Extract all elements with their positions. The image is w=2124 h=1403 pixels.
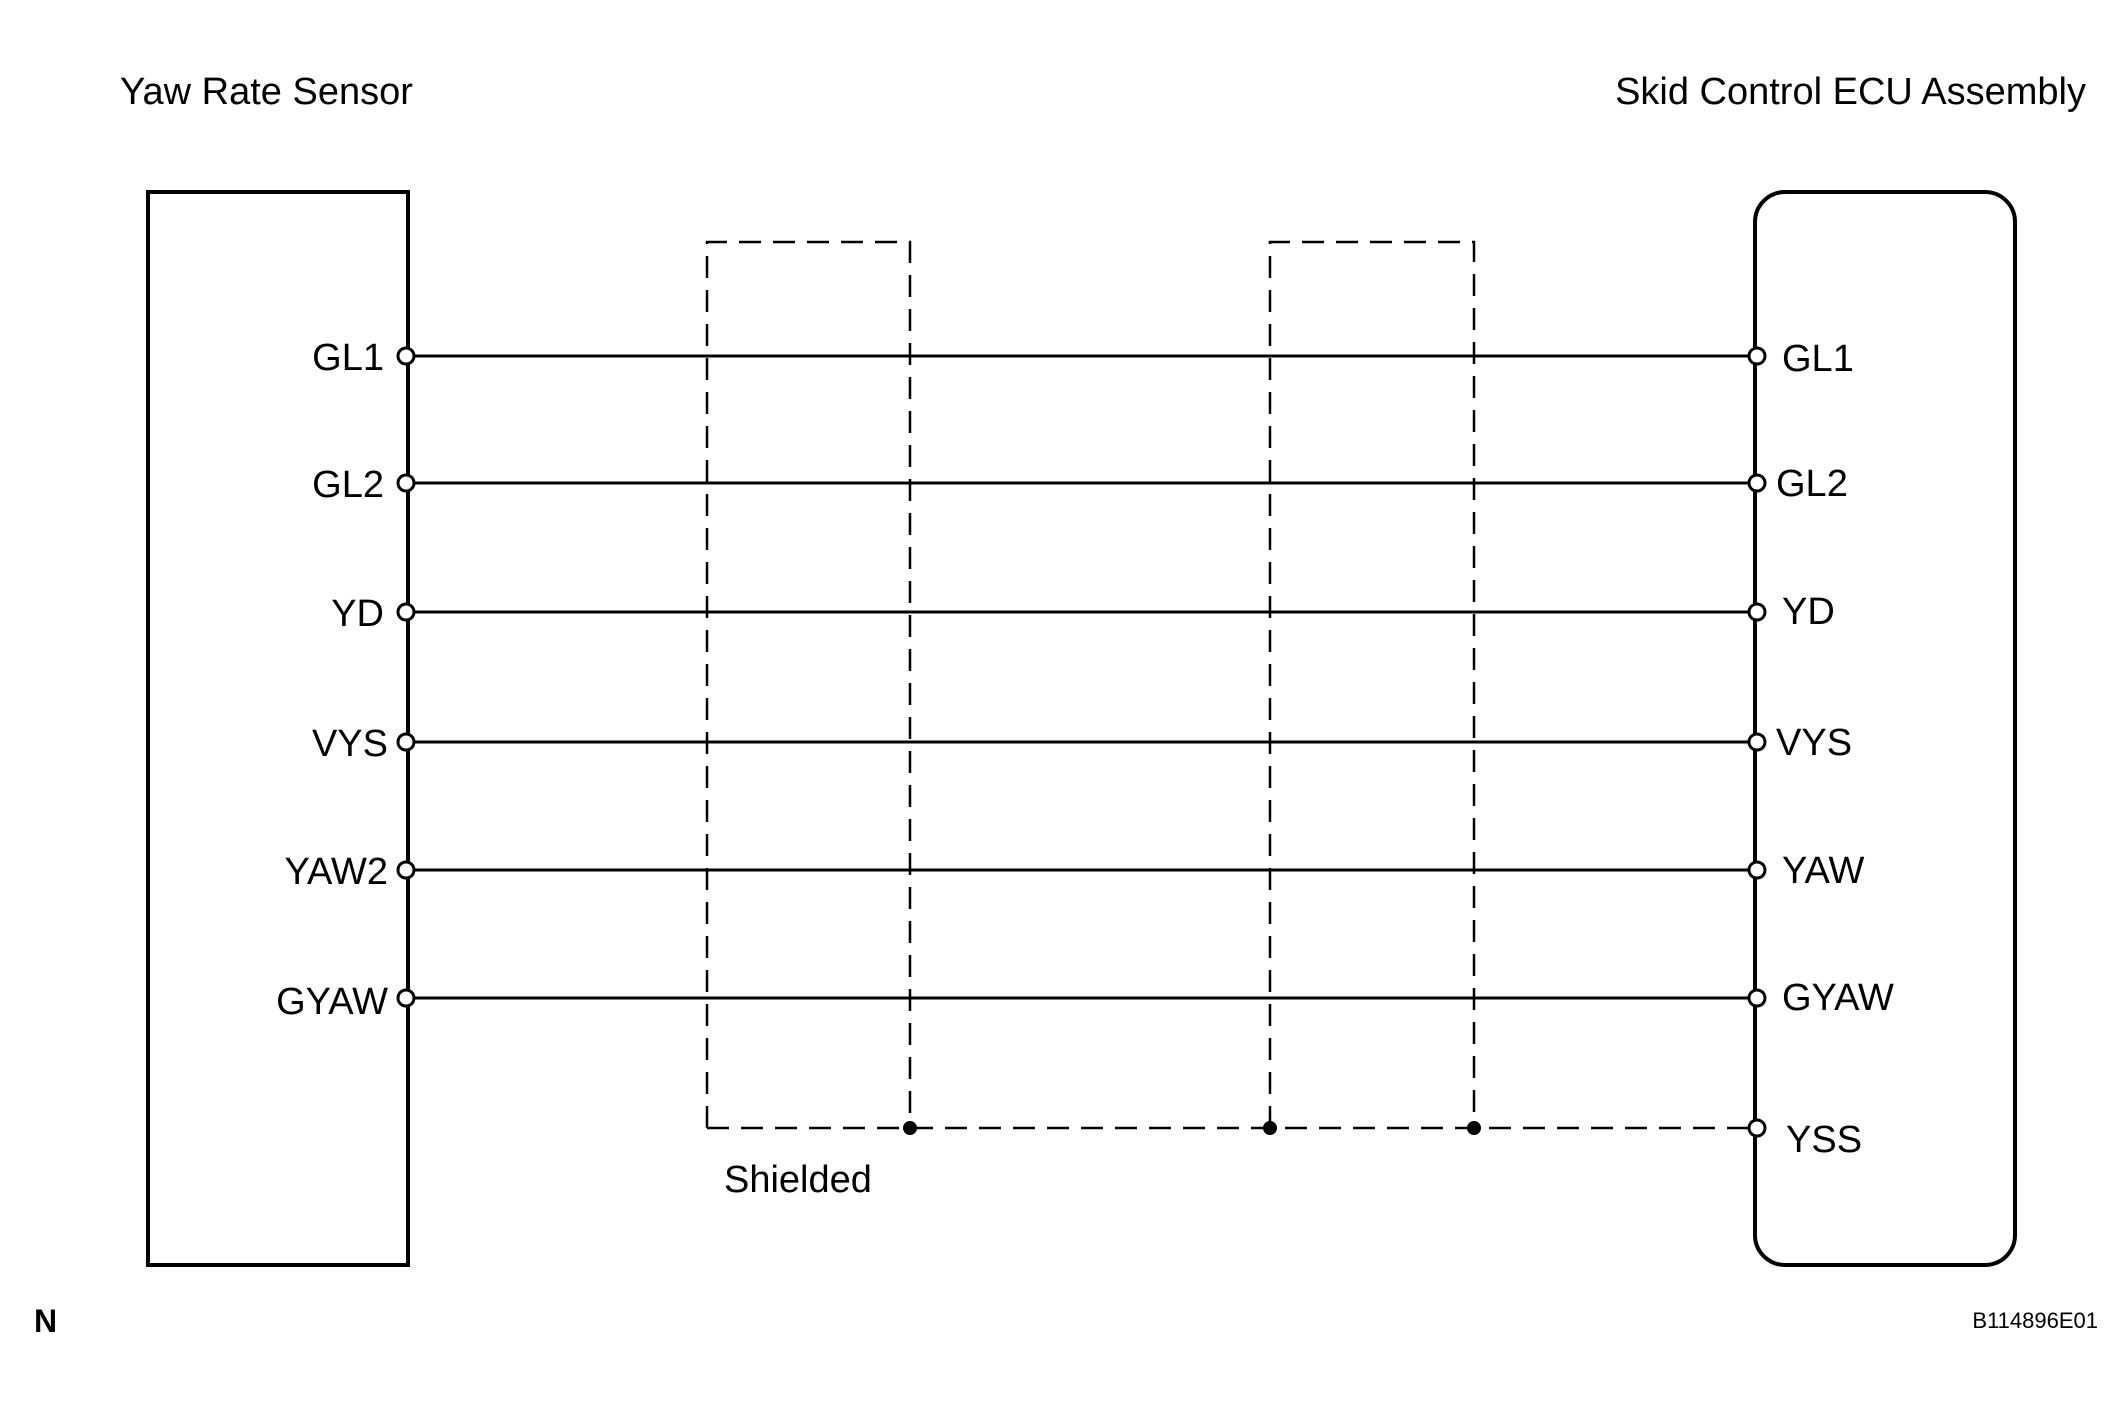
orientation-mark: N <box>34 1303 57 1339</box>
left-component-title: Yaw Rate Sensor <box>120 71 413 113</box>
shield-outline-left <box>705 240 912 1128</box>
skid-control-ecu-box <box>1753 190 2017 1267</box>
left-terminal-labels: GL1 GL2 YD VYS YAW2 GYAW <box>276 337 388 1023</box>
right-terminal-label: YAW <box>1782 850 1864 892</box>
terminal-pin <box>1747 988 1767 1008</box>
terminal-pin <box>396 988 416 1008</box>
right-component-title: Skid Control ECU Assembly <box>1615 71 2086 113</box>
terminal-pin <box>396 860 416 880</box>
wire-group <box>414 354 1749 1000</box>
shield-label: Shielded <box>724 1159 872 1201</box>
terminal-pin <box>1747 473 1767 493</box>
splice-dot <box>903 1121 917 1135</box>
left-terminal-label: GL2 <box>312 464 384 506</box>
yaw-rate-sensor-box <box>146 190 410 1267</box>
shield-outline-right <box>1268 240 1476 1128</box>
terminal-pin <box>396 602 416 622</box>
right-terminal-label: YSS <box>1786 1119 1862 1161</box>
terminal-pin <box>396 346 416 366</box>
right-terminal-label: YD <box>1782 591 1835 633</box>
right-terminal-circles <box>1747 346 1767 1138</box>
splice-dot <box>1263 1121 1277 1135</box>
right-terminal-label: GL1 <box>1782 338 1854 380</box>
right-terminal-label: VYS <box>1776 722 1852 764</box>
right-terminal-label: GL2 <box>1776 463 1848 505</box>
terminal-pin <box>396 473 416 493</box>
left-terminal-label: VYS <box>312 723 388 765</box>
left-terminal-label: YD <box>331 593 384 635</box>
right-terminal-label: GYAW <box>1782 977 1894 1019</box>
terminal-pin <box>1747 860 1767 880</box>
right-terminal-labels: GL1 GL2 YD VYS YAW GYAW YSS <box>1776 338 1894 1161</box>
left-terminal-label: GL1 <box>312 337 384 379</box>
left-terminal-circles <box>396 346 416 1008</box>
splice-points <box>903 1121 1481 1135</box>
splice-dot <box>1467 1121 1481 1135</box>
figure-code: B114896E01 <box>1972 1308 2098 1333</box>
terminal-pin <box>1747 732 1767 752</box>
terminal-pin <box>1747 1118 1767 1138</box>
shield-group <box>705 240 1748 1130</box>
terminal-pin <box>1747 346 1767 366</box>
terminal-pin <box>1747 602 1767 622</box>
terminal-pin <box>396 732 416 752</box>
left-terminal-label: GYAW <box>276 981 388 1023</box>
left-terminal-label: YAW2 <box>285 851 388 893</box>
